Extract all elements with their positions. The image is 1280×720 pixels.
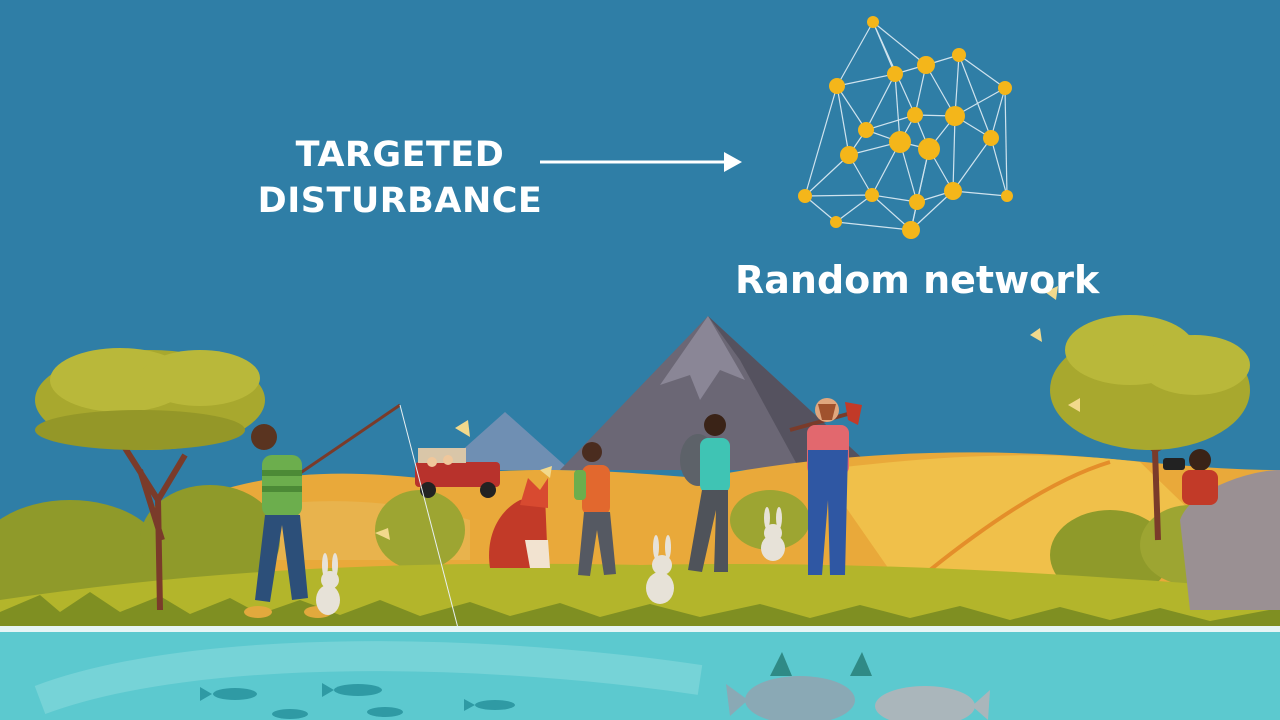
network-edge	[836, 73, 896, 87]
network-edge	[910, 148, 930, 231]
network-edge	[954, 54, 960, 117]
network-node	[902, 221, 920, 239]
random-network-icon	[798, 16, 1013, 239]
lumberjack-icon	[789, 398, 862, 575]
network-edge	[865, 114, 916, 131]
hiker-icon	[574, 442, 616, 576]
fisherman-icon	[244, 403, 466, 656]
network-node	[945, 106, 965, 126]
bushes	[0, 485, 1240, 620]
network-node	[907, 107, 923, 123]
network-edge	[894, 73, 901, 143]
butterfly-icon	[375, 286, 1080, 540]
network-edge	[952, 137, 992, 192]
network-edge	[836, 21, 874, 87]
network-node	[867, 16, 879, 28]
network-edge	[958, 54, 1006, 89]
network-node	[917, 56, 935, 74]
network-edge	[990, 137, 1008, 197]
fox-icon	[489, 478, 550, 568]
tree-icon	[35, 348, 265, 611]
network-node	[887, 66, 903, 82]
network-edge	[952, 115, 956, 192]
network-node	[998, 81, 1012, 95]
rabbit-icon	[761, 507, 785, 561]
rabbit-icon	[646, 535, 674, 604]
network-node	[983, 130, 999, 146]
network-node	[798, 189, 812, 203]
network-node	[840, 146, 858, 164]
fish-icon	[200, 683, 515, 719]
network-node	[858, 122, 874, 138]
network-node	[829, 78, 845, 94]
arrow-right-icon	[540, 152, 742, 172]
network-edge	[836, 85, 850, 156]
jeep-icon	[415, 448, 500, 498]
caption-line-2: DISTURBANCE	[257, 181, 543, 221]
network-edge	[865, 73, 896, 131]
fish-icon	[726, 652, 990, 720]
network-node	[865, 188, 879, 202]
network-edge	[872, 21, 927, 66]
network-edge	[804, 85, 838, 197]
network-edge	[804, 154, 850, 197]
network-edge	[835, 221, 912, 231]
tree-icon	[1050, 315, 1250, 541]
rabbit-icon	[316, 553, 340, 615]
disturbance-caption: TARGETED DISTURBANCE	[230, 132, 570, 224]
caption-line-1: TARGETED	[295, 135, 505, 175]
network-edge	[836, 85, 867, 131]
network-edge	[958, 54, 992, 139]
network-node	[944, 182, 962, 200]
network-edge	[910, 190, 954, 231]
photographer-icon	[1163, 449, 1218, 505]
network-edge	[804, 194, 873, 197]
hiker-icon	[680, 414, 730, 572]
network-node	[830, 216, 842, 228]
network-edge	[990, 87, 1006, 139]
network-node	[1001, 190, 1013, 202]
network-edge	[952, 190, 1008, 197]
network-node	[918, 138, 940, 160]
network-node	[952, 48, 966, 62]
network-node	[889, 131, 911, 153]
network-edge	[1004, 87, 1008, 197]
network-label: Random network	[735, 258, 1100, 302]
network-edge	[835, 194, 873, 223]
network-node	[909, 194, 925, 210]
